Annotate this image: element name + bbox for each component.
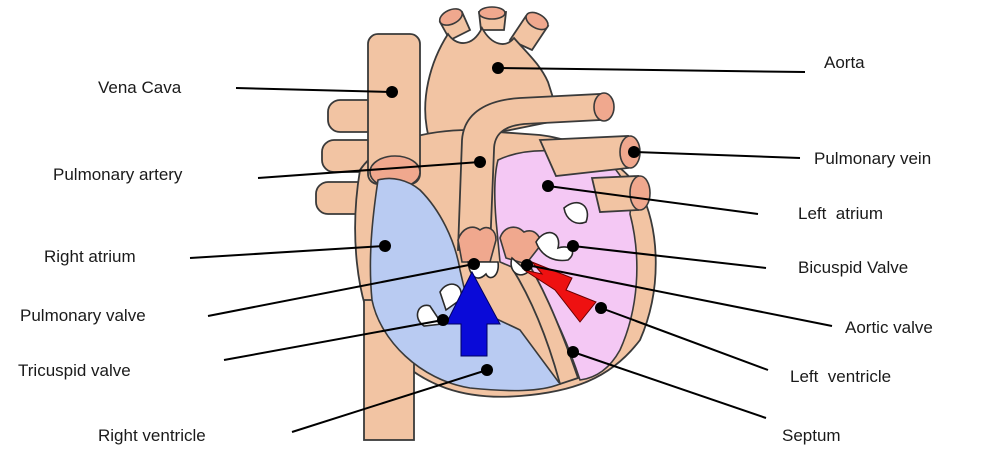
label-left-ventricle: Left ventricle	[790, 367, 891, 386]
label-pulmonary-artery: Pulmonary artery	[53, 165, 183, 184]
marker-aorta	[492, 62, 504, 74]
label-vena-cava: Vena Cava	[98, 78, 182, 97]
marker-pulmonary-vein	[628, 146, 640, 158]
marker-right-atrium	[379, 240, 391, 252]
marker-vena-cava	[386, 86, 398, 98]
label-bicuspid-valve: Bicuspid Valve	[798, 258, 908, 277]
label-pulmonary-valve: Pulmonary valve	[20, 306, 146, 325]
leader-pulmonary-vein	[634, 152, 800, 158]
label-right-ventricle: Right ventricle	[98, 426, 206, 445]
label-pulmonary-vein: Pulmonary vein	[814, 149, 931, 168]
marker-pulmonary-artery	[474, 156, 486, 168]
marker-left-ventricle	[595, 302, 607, 314]
marker-bicuspid-valve	[567, 240, 579, 252]
label-right-atrium: Right atrium	[44, 247, 136, 266]
marker-left-atrium	[542, 180, 554, 192]
leader-septum	[573, 352, 766, 418]
label-septum: Septum	[782, 426, 841, 445]
label-aortic-valve: Aortic valve	[845, 318, 933, 337]
label-aorta: Aorta	[824, 53, 865, 72]
label-tricuspid-valve: Tricuspid valve	[18, 361, 131, 380]
leader-aorta	[498, 68, 805, 72]
marker-septum	[567, 346, 579, 358]
marker-aortic-valve	[521, 259, 533, 271]
marker-tricuspid-valve	[437, 314, 449, 326]
marker-right-ventricle	[481, 364, 493, 376]
label-left-atrium: Left atrium	[798, 204, 883, 223]
marker-pulmonary-valve	[468, 258, 480, 270]
